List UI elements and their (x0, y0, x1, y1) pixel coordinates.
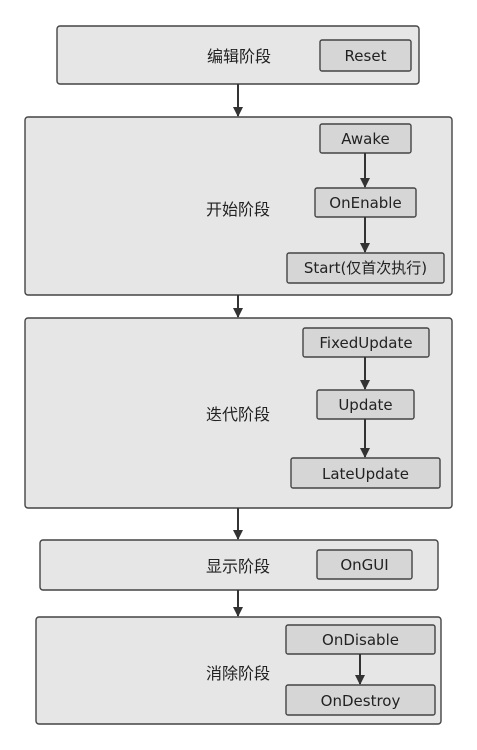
node-fixedupdate: FixedUpdate (302, 327, 430, 358)
node-ondestroy: OnDestroy (285, 684, 436, 716)
node-ondisable: OnDisable (285, 624, 436, 655)
node-ongui-label: OnGUI (340, 556, 388, 574)
node-reset-label: Reset (345, 47, 387, 65)
node-start-box (286, 252, 445, 284)
node-reset-box (319, 39, 412, 72)
node-update-label: Update (338, 396, 392, 414)
node-awake: Awake (319, 123, 412, 154)
node-ondestroy-box (285, 684, 436, 716)
stage-start: 开始阶段 Awake OnEnable Start(仅首次执行) (24, 116, 453, 296)
node-lateupdate-box (290, 457, 441, 489)
stage-display: 显示阶段 OnGUI (39, 539, 439, 591)
node-onenable-label: OnEnable (329, 194, 401, 212)
stage-destroy: 消除阶段 OnDisable OnDestroy (35, 616, 442, 725)
stage-start-label: 开始阶段 (206, 200, 270, 219)
node-update: Update (316, 389, 415, 420)
stage-edit-label: 编辑阶段 (207, 47, 271, 66)
stage-iterate: 迭代阶段 FixedUpdate Update LateUpdate (24, 317, 453, 509)
node-ongui: OnGUI (316, 549, 413, 580)
node-start-label: Start(仅首次执行) (304, 259, 427, 277)
node-lateupdate: LateUpdate (290, 457, 441, 489)
stage-edit: 编辑阶段 Reset (56, 25, 420, 85)
node-ongui-box (316, 549, 413, 580)
node-awake-label: Awake (341, 130, 390, 148)
node-ondisable-label: OnDisable (322, 631, 399, 649)
node-lateupdate-label: LateUpdate (322, 465, 409, 483)
stage-destroy-label: 消除阶段 (206, 664, 270, 683)
node-start: Start(仅首次执行) (286, 252, 445, 284)
stage-display-label: 显示阶段 (206, 557, 270, 576)
node-fixedupdate-label: FixedUpdate (319, 334, 412, 352)
node-reset: Reset (319, 39, 412, 72)
node-ondestroy-label: OnDestroy (321, 692, 401, 710)
stage-iterate-label: 迭代阶段 (206, 405, 270, 424)
node-onenable: OnEnable (314, 187, 417, 218)
